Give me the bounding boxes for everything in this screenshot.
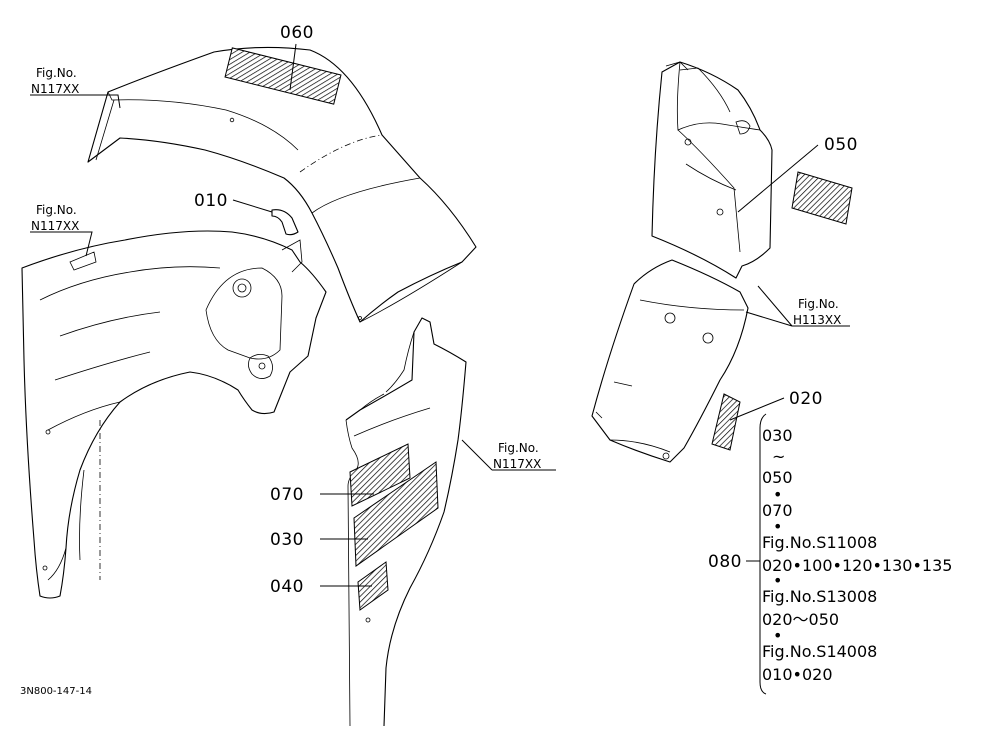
figure-code: 3N800-147-14: [20, 686, 92, 697]
ref-mid-left-num: N117XX: [31, 219, 79, 233]
center-side-panel: [345, 317, 467, 727]
kit-line-5: •: [773, 517, 782, 536]
figure-references: Fig.No. N117XX Fig.No. N117XX Fig.No. N1…: [31, 66, 841, 471]
label-020: 020: [789, 389, 823, 409]
ref-right-num: H113XX: [793, 313, 841, 327]
kit-line-8: •: [773, 571, 782, 590]
part-labels: 060 010 070 030 040 050 020 080: [194, 23, 858, 597]
kit-line-13: 010•020: [762, 665, 833, 684]
decal-060: [224, 47, 342, 105]
decal-040: [357, 561, 389, 611]
right-upper-panel: [651, 61, 853, 279]
kit-line-9: Fig.No.S13008: [762, 587, 877, 606]
kit-line-11: •: [773, 626, 782, 645]
ref-top-left-num: N117XX: [31, 82, 79, 96]
label-080: 080: [708, 552, 742, 572]
ref-center-fig: Fig.No.: [498, 441, 539, 455]
label-030: 030: [270, 530, 304, 550]
kit-line-7: 020•100•120•130•135: [762, 556, 952, 575]
ref-top-left-fig: Fig.No.: [36, 66, 77, 80]
kit-080-list: 030 ~ 050 • 070 • Fig.No.S11008 020•100•…: [762, 426, 952, 684]
kit-line-10: 020～050: [762, 610, 839, 629]
decal-070: [349, 443, 411, 507]
decal-020: [711, 393, 741, 451]
label-060: 060: [280, 23, 314, 43]
label-070: 070: [270, 485, 304, 505]
label-040: 040: [270, 577, 304, 597]
right-lower-panel: [591, 259, 749, 463]
kit-line-12: Fig.No.S14008: [762, 642, 877, 661]
ref-mid-left-fig: Fig.No.: [36, 203, 77, 217]
ref-right-fig: Fig.No.: [798, 297, 839, 311]
kit-line-0: 030: [762, 426, 793, 445]
decal-050: [791, 171, 853, 225]
decal-030: [353, 461, 439, 567]
kit-line-4: 070: [762, 501, 793, 520]
part-010-clip: [271, 209, 299, 236]
label-050: 050: [824, 135, 858, 155]
top-fender-panel: [87, 46, 477, 323]
kit-line-6: Fig.No.S11008: [762, 533, 877, 552]
kit-line-3: •: [773, 485, 782, 504]
leader-lines: [30, 43, 850, 695]
ref-center-num: N117XX: [493, 457, 541, 471]
kit-line-1: ~: [772, 447, 785, 466]
label-010: 010: [194, 191, 228, 211]
kit-line-2: 050: [762, 468, 793, 487]
